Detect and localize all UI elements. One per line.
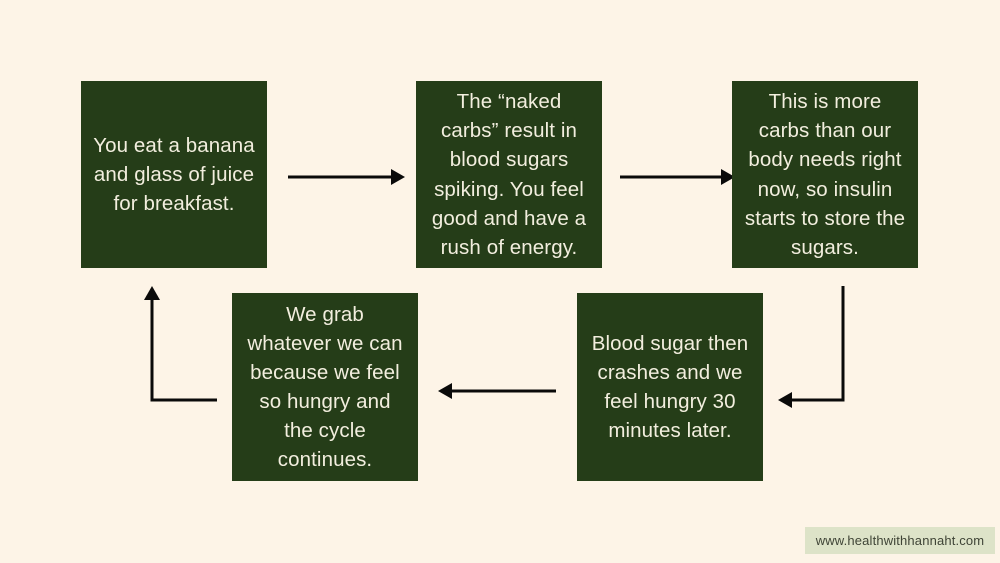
arrow-head-up <box>144 286 160 300</box>
flow-step-3-box: This is more carbs than our body needs r… <box>732 81 918 268</box>
flow-step-3-text: This is more carbs than our body needs r… <box>744 90 906 259</box>
flow-step-5-box: We grab whatever we can because we feel … <box>232 293 418 481</box>
arrow-shaft-elbow <box>150 298 217 402</box>
flow-step-5-text: We grab whatever we can because we feel … <box>247 302 403 472</box>
arrow-step3-to-step4 <box>778 286 845 408</box>
arrow-step1-to-step2 <box>288 169 405 185</box>
arrow-step4-to-step5 <box>438 383 556 399</box>
flow-step-4-text: Blood sugar then crashes and we feel hun… <box>591 331 749 443</box>
arrow-head-left <box>438 383 452 399</box>
arrow-head-left <box>778 392 792 408</box>
flow-step-2-box: The “naked carbs” result in blood sugars… <box>416 81 602 268</box>
arrow-shaft-elbow <box>790 286 845 402</box>
flow-step-4-box: Blood sugar then crashes and we feel hun… <box>577 293 763 481</box>
flow-step-1-box: You eat a banana and glass of juice for … <box>81 81 267 268</box>
website-url-band: www.healthwithhannaht.com <box>805 527 995 554</box>
arrow-step5-to-step1 <box>144 286 217 402</box>
website-url-text: www.healthwithhannaht.com <box>815 533 985 548</box>
arrow-head-right <box>391 169 405 185</box>
arrow-step2-to-step3 <box>620 169 735 185</box>
flow-step-1-text: You eat a banana and glass of juice for … <box>93 133 255 216</box>
flow-step-2-text: The “naked carbs” result in blood sugars… <box>431 90 587 259</box>
